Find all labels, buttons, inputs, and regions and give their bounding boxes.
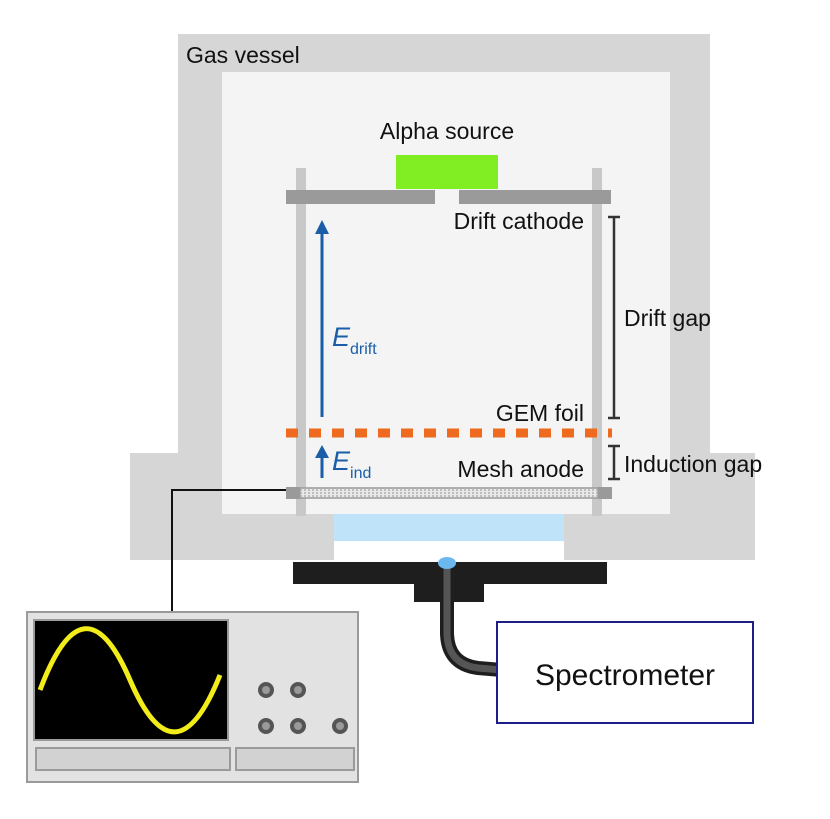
alpha-source	[396, 155, 498, 189]
drift-gap-bracket	[608, 215, 620, 420]
drift-field-label: Edrift	[332, 322, 377, 358]
mesh-anode-label: Mesh anode	[457, 456, 584, 482]
induction-field-label: Eind	[332, 446, 371, 482]
gem-foil-label: GEM foil	[496, 400, 584, 426]
oscilloscope-icon	[26, 611, 359, 783]
alpha-source-label: Alpha source	[380, 118, 514, 144]
drift-gap-label: Drift gap	[624, 305, 711, 331]
induction-gap-bracket	[608, 444, 620, 481]
drift-cathode	[286, 190, 611, 204]
support-rod-right	[592, 168, 602, 516]
induction-field-arrow	[315, 445, 329, 478]
spectrometer-box	[496, 621, 754, 724]
drift-cathode-label: Drift cathode	[454, 208, 584, 234]
gas-vessel-label: Gas vessel	[186, 42, 300, 68]
spectrometer-label: Spectrometer	[535, 659, 715, 692]
gas-vessel	[130, 34, 755, 560]
support-rod-left	[296, 168, 306, 516]
induction-gap-label: Induction gap	[624, 451, 762, 477]
optical-window	[334, 514, 564, 541]
mesh-anode	[286, 487, 612, 499]
drift-field-arrow	[315, 220, 329, 417]
oscilloscope-trace	[37, 626, 223, 735]
signal-cable	[171, 489, 286, 612]
fiber-tip	[438, 557, 456, 569]
